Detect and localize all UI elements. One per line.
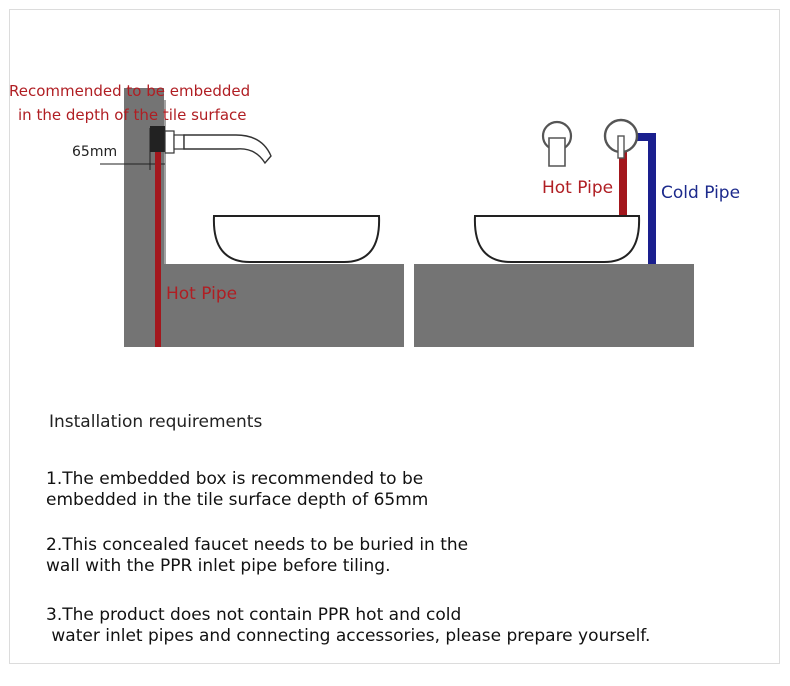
requirement-item-2: 2.This concealed faucet needs to be buri… [46, 535, 766, 577]
right-counter [414, 264, 694, 347]
cold-pipe-label: Cold Pipe [661, 183, 741, 203]
right-hot-pipe [619, 148, 627, 216]
requirement-2-line2: wall with the PPR inlet pipe before tili… [46, 556, 391, 576]
requirement-1-line1: 1.The embedded box is recommended to be [46, 469, 424, 489]
spout-front-icon [541, 120, 573, 167]
left-hot-pipe [155, 130, 161, 347]
requirement-1-line2: embedded in the tile surface depth of 65… [46, 490, 429, 510]
recommend-label-line2: in the depth of the tile surface [18, 106, 247, 124]
spout-icon [164, 130, 272, 165]
hot-pipe-label-right: Hot Pipe [542, 178, 614, 198]
diagram-frame [9, 9, 780, 664]
right-scene [414, 118, 694, 347]
requirement-3-line1: 3.The product does not contain PPR hot a… [46, 605, 462, 625]
depth-label: 65mm [72, 144, 118, 160]
hot-pipe-label-left: Hot Pipe [166, 284, 238, 304]
left-basin [212, 215, 381, 263]
requirement-item-1: 1.The embedded box is recommended to be … [46, 469, 766, 511]
recommend-label-line1: Recommended to be embedded [9, 82, 251, 100]
requirement-3-line2: water inlet pipes and connecting accesso… [46, 626, 651, 646]
handle-icon [603, 118, 639, 159]
requirement-item-3: 3.The product does not contain PPR hot a… [46, 605, 766, 647]
left-scene [100, 88, 404, 347]
right-basin [473, 215, 641, 263]
left-counter [164, 264, 404, 347]
section-heading: Installation requirements [49, 412, 263, 432]
requirement-2-line1: 2.This concealed faucet needs to be buri… [46, 535, 469, 555]
embedded-box [150, 126, 165, 152]
